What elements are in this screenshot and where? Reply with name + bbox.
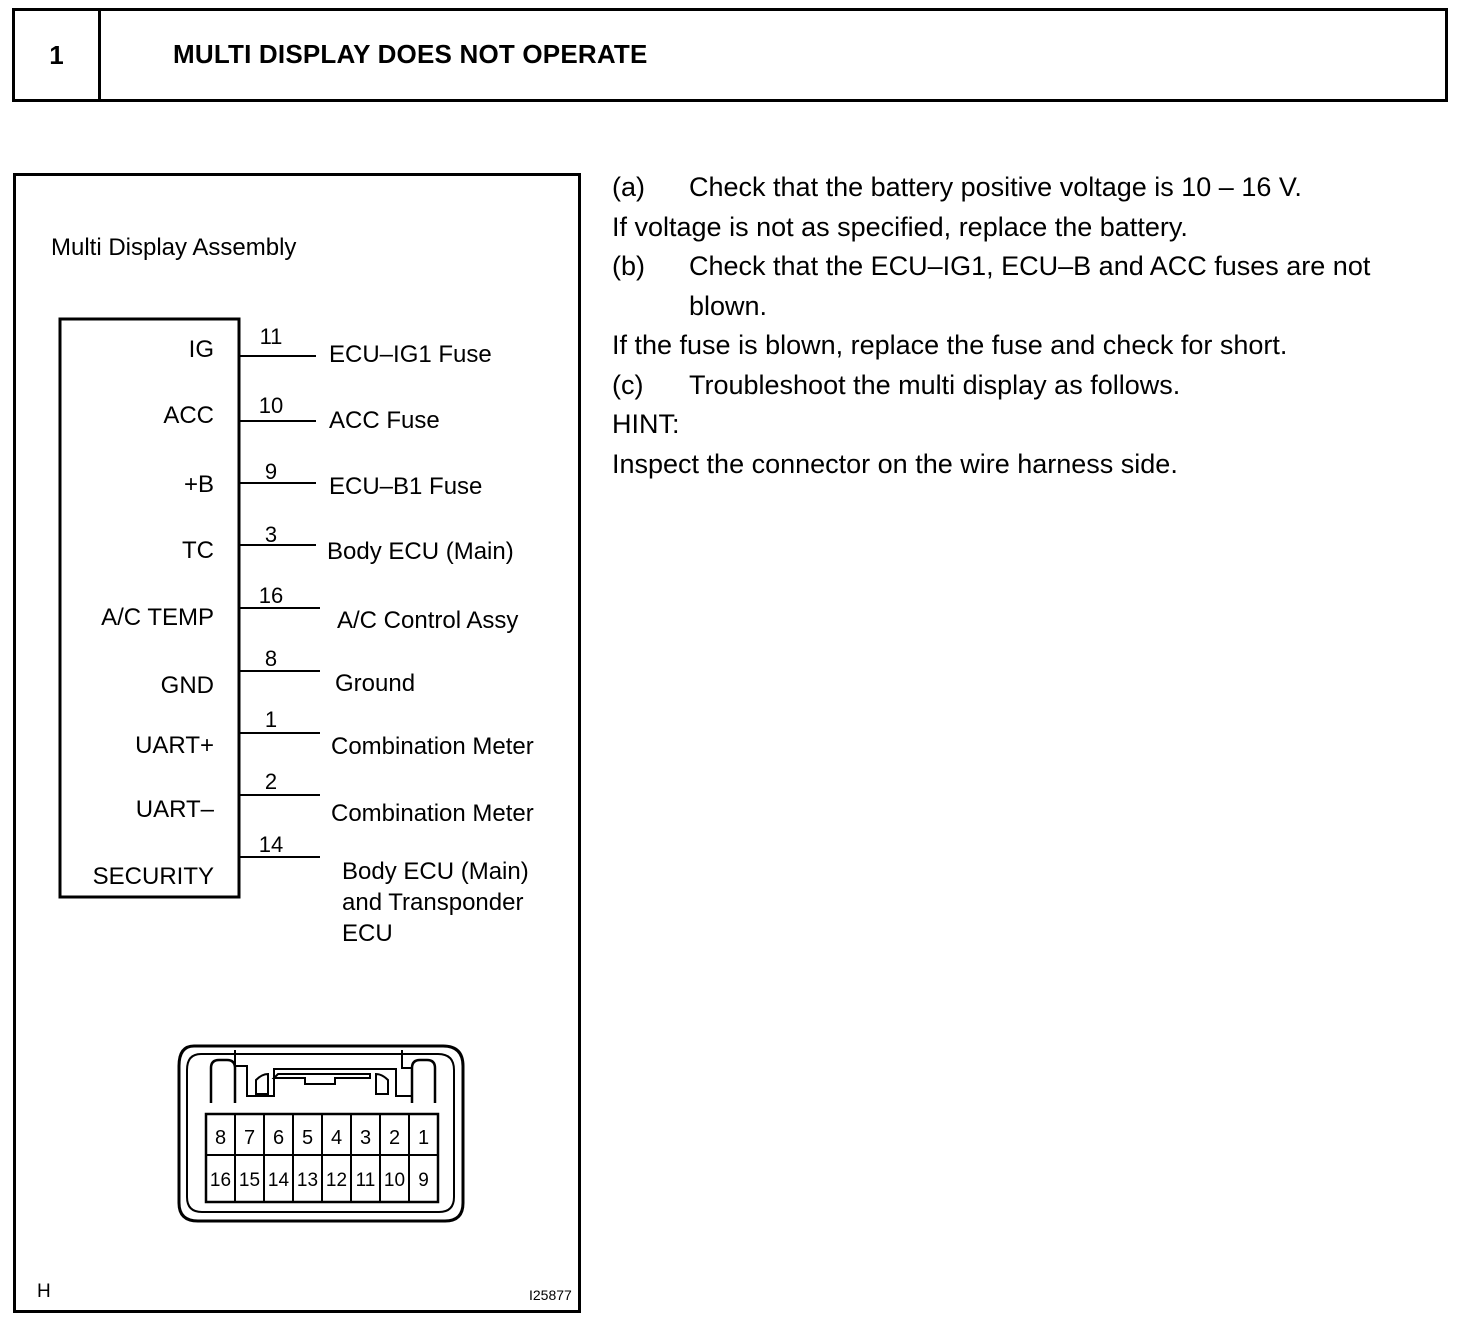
corner-label: H xyxy=(37,1281,51,1302)
terminal-label: TC xyxy=(182,537,214,564)
destination-label: ECU–B1 Fuse xyxy=(329,473,482,500)
step-c: (c) Troubleshoot the multi display as fo… xyxy=(612,366,1462,406)
destination-label: ECU xyxy=(342,920,393,947)
step-number: 1 xyxy=(15,11,101,99)
step-a: (a) Check that the battery positive volt… xyxy=(612,168,1462,208)
destination-label: Combination Meter xyxy=(331,733,534,760)
destination-label: Ground xyxy=(335,670,415,697)
connector-pin: 8 xyxy=(215,1127,226,1149)
step-c-letter: (c) xyxy=(612,369,644,400)
connector-pin: 6 xyxy=(273,1127,284,1149)
pin-number: 16 xyxy=(259,583,283,608)
connector-pin: 9 xyxy=(418,1170,429,1191)
terminal-label: +B xyxy=(184,471,214,498)
instructions: (a) Check that the battery positive volt… xyxy=(612,168,1462,484)
terminal-label: UART– xyxy=(136,796,215,823)
connector-pin: 14 xyxy=(268,1170,290,1191)
connector-pin: 1 xyxy=(418,1127,429,1149)
step-b: (b) Check that the ECU–IG1, ECU–B and AC… xyxy=(612,247,1462,287)
destination-label: Body ECU (Main) xyxy=(327,538,514,565)
step-c-text: Troubleshoot the multi display as follow… xyxy=(689,369,1181,400)
pin-number: 10 xyxy=(259,393,283,418)
terminal-label: SECURITY xyxy=(93,863,214,890)
step-b-text-cont: blown. xyxy=(689,290,768,321)
destination-label: and Transponder xyxy=(342,889,523,916)
connector-pin: 5 xyxy=(302,1127,313,1149)
terminal-label: A/C TEMP xyxy=(101,604,214,631)
step-b-note: If the fuse is blown, replace the fuse a… xyxy=(612,330,1288,360)
step-title: MULTI DISPLAY DOES NOT OPERATE xyxy=(173,39,648,69)
figure-id: I25877 xyxy=(529,1287,572,1303)
connector-pin: 10 xyxy=(384,1170,405,1191)
pin-number: 8 xyxy=(265,646,277,671)
terminal-label: IG xyxy=(189,336,214,363)
step-b-text: Check that the ECU–IG1, ECU–B and ACC fu… xyxy=(689,251,1371,281)
pin-number: 2 xyxy=(265,769,277,794)
step-b-letter: (b) xyxy=(612,251,645,281)
connector-pin: 3 xyxy=(360,1127,371,1149)
destination-label: A/C Control Assy xyxy=(337,607,518,634)
destination-label: Body ECU (Main) xyxy=(342,858,529,885)
connector-pin: 15 xyxy=(239,1170,260,1191)
step-a-letter: (a) xyxy=(612,172,645,202)
destination-label: Combination Meter xyxy=(331,800,534,827)
step-a-note: If voltage is not as specified, replace … xyxy=(612,211,1188,242)
destination-label: ECU–IG1 Fuse xyxy=(329,341,492,368)
pin-number: 3 xyxy=(265,522,277,547)
connector-pin: 13 xyxy=(297,1170,318,1191)
pin-number: 1 xyxy=(265,707,277,732)
hint-label: HINT: xyxy=(612,409,680,439)
step-header: 1 MULTI DISPLAY DOES NOT OPERATE xyxy=(12,8,1448,102)
pin-number: 9 xyxy=(265,459,277,484)
terminal-label: GND xyxy=(161,672,214,699)
pin-number: 14 xyxy=(259,832,283,857)
assembly-label: Multi Display Assembly xyxy=(51,234,296,261)
pin-number: 11 xyxy=(260,324,283,349)
connector-pin: 12 xyxy=(326,1170,347,1191)
terminal-label: ACC xyxy=(163,402,214,429)
connector-pin: 16 xyxy=(210,1170,231,1191)
step-a-text: Check that the battery positive voltage … xyxy=(689,172,1302,202)
connector-pin: 7 xyxy=(244,1127,255,1149)
hint-text: Inspect the connector on the wire harnes… xyxy=(612,448,1178,479)
connector-pin: 11 xyxy=(356,1170,376,1191)
destination-label: ACC Fuse xyxy=(329,407,440,434)
connector-pin: 2 xyxy=(389,1127,400,1149)
connector-pin: 4 xyxy=(331,1127,342,1149)
terminal-label: UART+ xyxy=(135,732,214,759)
